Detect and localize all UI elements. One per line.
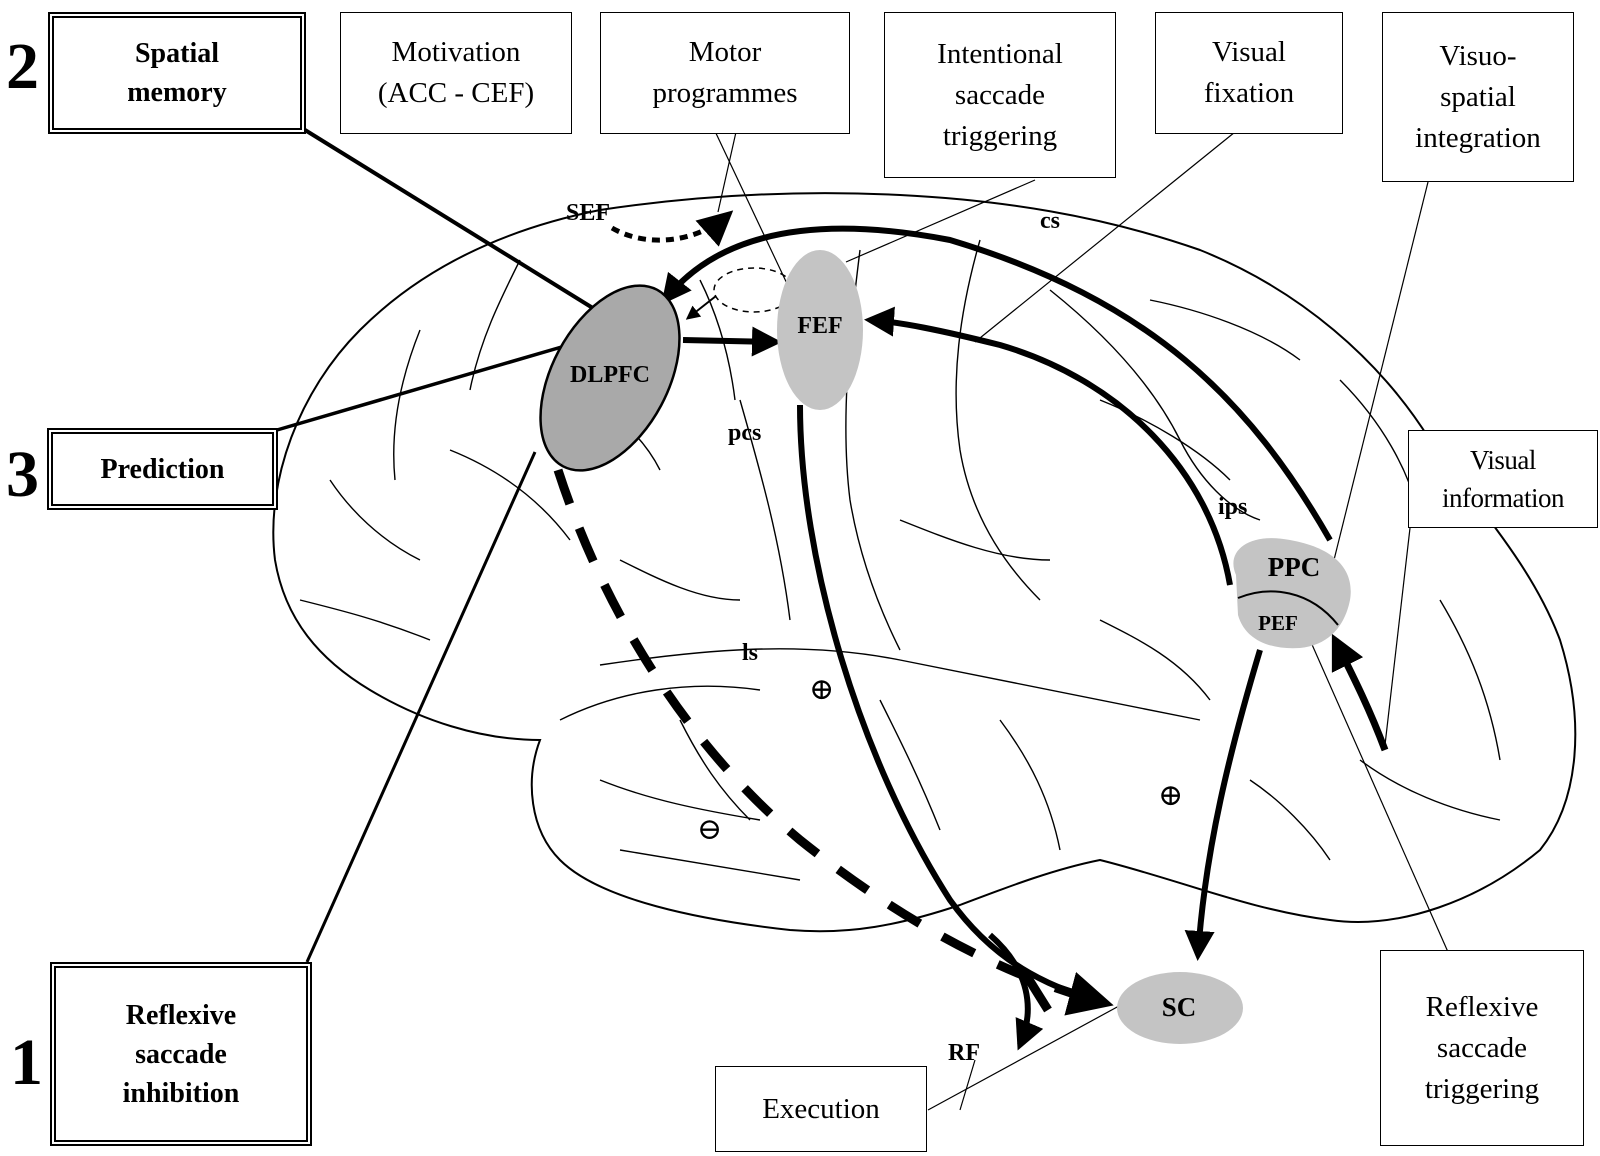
reflexive-triggering-box: Reflexive saccade triggering: [1380, 950, 1584, 1146]
plus-sign-parietal: ⊕: [1158, 779, 1184, 812]
ips-label: ips: [1218, 494, 1248, 520]
execution-box: Execution: [715, 1066, 927, 1152]
sulci-lines: [299, 239, 1501, 881]
visual-fixation-box: Visual fixation: [1155, 12, 1343, 134]
spatial-memory-box: Spatial memory: [48, 12, 306, 134]
plus-sign-temporal: ⊕: [809, 673, 835, 706]
pef-label: PEF: [1258, 611, 1298, 635]
ls-label: ls: [742, 640, 759, 666]
pcs-label: pcs: [728, 420, 762, 446]
minus-sign: ⊖: [697, 813, 723, 846]
cs-label: cs: [1040, 208, 1060, 234]
prediction-box: Prediction: [47, 428, 278, 510]
sc-label: SC: [1161, 992, 1197, 1022]
sef-label: SEF: [566, 200, 611, 226]
dlpfc-region: [539, 284, 681, 472]
intentional-triggering-box: Intentional saccade triggering: [884, 12, 1116, 178]
dlpfc-label: DLPFC: [570, 362, 650, 388]
brain-outline: [272, 192, 1577, 933]
rf-label: RF: [948, 1040, 980, 1066]
ppc-label: PPC: [1267, 552, 1321, 582]
number-three: 3: [6, 438, 39, 511]
fef-label: FEF: [797, 313, 843, 339]
visuospatial-box: Visuo- spatial integration: [1382, 12, 1574, 182]
number-one: 1: [10, 1026, 43, 1099]
visual-information-box: Visual information: [1408, 430, 1598, 528]
fef-region: [777, 250, 863, 410]
sc-region: [1117, 972, 1243, 1044]
reflexive-inhibition-box: Reflexive saccade inhibition: [50, 962, 312, 1146]
motivation-box: Motivation (ACC - CEF): [340, 12, 572, 134]
motor-programmes-box: Motor programmes: [600, 12, 850, 134]
callout-lines: [276, 109, 1449, 1111]
number-two: 2: [6, 30, 39, 103]
pathway-arrows: [553, 210, 1389, 1051]
